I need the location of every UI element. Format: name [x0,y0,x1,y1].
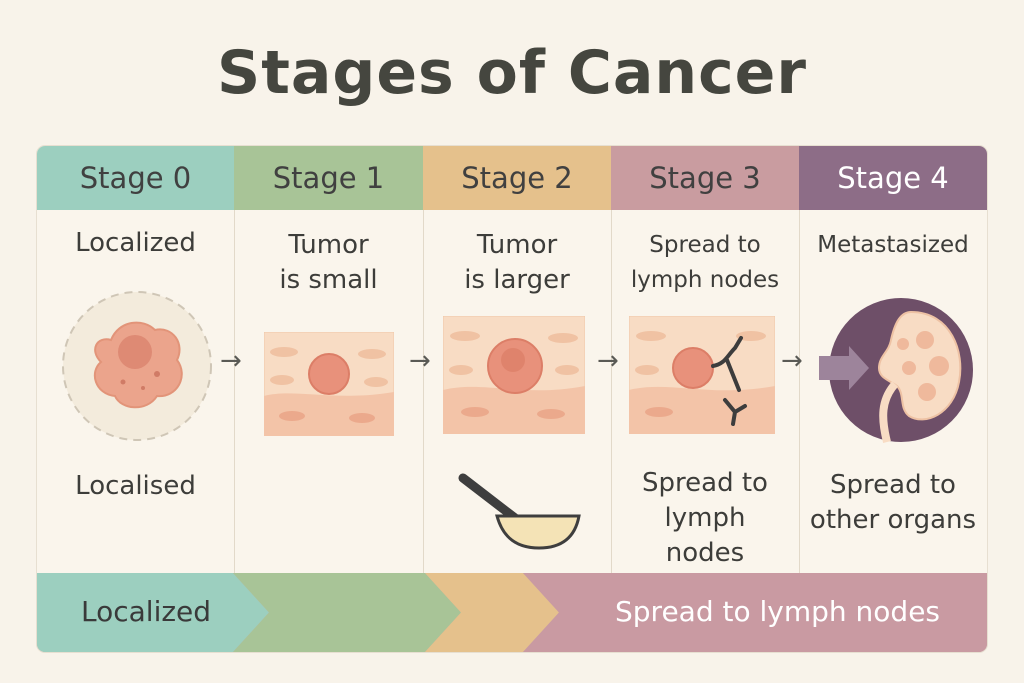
progression-right-label: Spread to lymph nodes [615,595,941,628]
stage-2-label: Tumor is larger [464,230,570,295]
surgical-tool-icon [458,473,581,550]
stage-2-column: Stage 2 Tumor is larger → [409,146,612,573]
stage-3-bottom-label: Spread to lymph nodes [642,468,768,568]
stage-2-header: Stage 2 [423,146,611,210]
arrow-right-icon: → [781,346,803,376]
stage-1-column: Stage 1 Tumor is small → [220,146,424,573]
stage-0-column: Stage 0 Localized Localised [37,146,235,573]
stage-4-header: Stage 4 [799,146,987,210]
stages-board: Stage 0 Localized Localised Stage 1 Tumo… [37,146,987,652]
stage-4-bottom-label: Spread to other organs [809,470,977,535]
stage-3-column: Stage 3 Spread to lymph nodes Spread to … [597,146,800,573]
stage-1-label: Tumor is small [279,230,378,295]
stage-1-header: Stage 1 [234,146,423,210]
stage-0-bottom-label: Localised [75,471,196,501]
stage-0-label: Localized [75,228,196,258]
small-tumor-tissue-icon [264,332,394,436]
stage-4-label: Metastasized [817,232,969,258]
localized-tumor-icon [62,291,212,441]
stage-0-header: Stage 0 [37,146,234,210]
stage-3-label: Spread to lymph nodes [630,232,780,293]
large-tumor-tissue-icon [443,316,585,434]
progression-bar [37,573,987,652]
page-title: Stages of Cancer [217,38,807,108]
progression-left-label: Localized [81,595,212,628]
kidney-icon [819,298,973,443]
arrow-right-icon: → [597,346,619,376]
stage-4-column: Stage 4 Metastasized Spread to other org… [781,146,987,573]
stage-3-header: Stage 3 [611,146,799,210]
lymph-spread-tissue-icon [629,316,775,434]
arrow-right-icon: → [409,346,431,376]
arrow-right-icon: → [220,346,242,376]
